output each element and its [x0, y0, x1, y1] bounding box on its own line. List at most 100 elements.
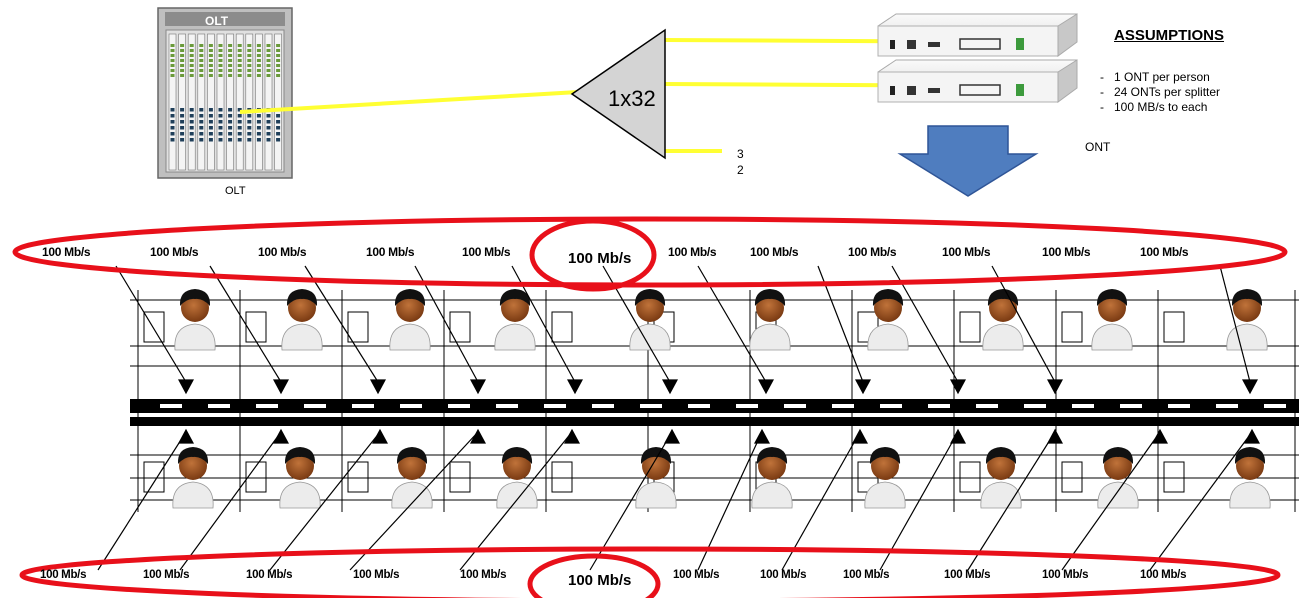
bottom-highlight-label: 100 Mb/s — [568, 572, 632, 589]
person-icon — [1091, 289, 1133, 351]
connection-triangle — [563, 428, 581, 444]
leader-line — [209, 265, 282, 383]
connection-triangle — [369, 379, 387, 395]
person-icon — [749, 289, 791, 351]
person-icon — [1097, 447, 1139, 509]
top-row-ellipse — [12, 216, 1288, 288]
connection-triangle — [1046, 428, 1064, 444]
connection-triangle — [1243, 428, 1261, 444]
leader-line — [97, 431, 187, 571]
rate-highlight-ellipses — [12, 216, 1288, 598]
assumption-item: 24 ONTs per splitter — [1100, 85, 1220, 100]
top-rate-label: 100 Mb/s — [366, 245, 415, 259]
top-rate-label: 100 Mb/s — [750, 245, 799, 259]
connection-triangle — [469, 428, 487, 444]
leader-line — [115, 265, 187, 383]
olt-chassis-label: OLT — [205, 14, 229, 28]
leader-line — [991, 265, 1056, 383]
connection-triangle — [1046, 379, 1064, 395]
bottom-rate-label: 100 Mb/s — [143, 569, 190, 581]
person-icon — [629, 289, 671, 351]
person-icon — [1226, 289, 1268, 351]
ont-label: ONT — [1085, 140, 1111, 154]
person-icon — [174, 289, 216, 351]
leader-line — [967, 431, 1056, 571]
bottom-rate-label: 100 Mb/s — [460, 569, 507, 581]
leader-line — [1149, 431, 1253, 571]
bottom-rate-label: 100 Mb/s — [673, 569, 720, 581]
assumption-item: 1 ONT per person — [1100, 70, 1220, 85]
bottom-rate-label: 100 Mb/s — [843, 569, 890, 581]
top-rate-label: 100 Mb/s — [668, 245, 717, 259]
top-rate-label: 100 Mb/s — [462, 245, 511, 259]
top-highlight-ellipse — [529, 218, 657, 292]
bottom-rate-label: 100 Mb/s — [760, 569, 807, 581]
bottom-row-ellipse — [19, 546, 1281, 598]
connection-triangle — [1151, 428, 1169, 444]
top-rate-label: 100 Mb/s — [942, 245, 991, 259]
connection-triangle — [177, 428, 195, 444]
top-rate-label: 100 Mb/s — [1140, 245, 1189, 259]
connection-triangle — [177, 379, 195, 395]
assumptions-title: ASSUMPTIONS — [1114, 27, 1225, 44]
top-rate-label: 100 Mb/s — [258, 245, 307, 259]
bottom-rate-label: 100 Mb/s — [246, 569, 293, 581]
leader-line — [891, 265, 959, 383]
people-group — [172, 289, 1271, 509]
person-icon — [494, 289, 536, 351]
leader-line — [1219, 265, 1251, 383]
connection-triangle — [272, 428, 290, 444]
connection-triangle — [854, 379, 872, 395]
person-icon — [496, 447, 538, 509]
ont-device-icon — [877, 13, 1078, 103]
leader-line — [179, 431, 282, 571]
connection-triangle — [851, 428, 869, 444]
person-icon — [867, 289, 909, 351]
olt-label: OLT — [225, 185, 246, 197]
leader-line — [1061, 431, 1161, 571]
down-arrow-icon — [897, 125, 1039, 197]
bottom-rate-label: 100 Mb/s — [40, 569, 87, 581]
connection-triangle — [272, 379, 290, 395]
connection-triangle — [371, 428, 389, 444]
connection-triangle — [469, 379, 487, 395]
connection-triangle — [949, 379, 967, 395]
splitter-triangle-icon — [570, 28, 666, 160]
splitter-port-line2: 2 — [737, 163, 744, 177]
assumption-item: 100 MB/s to each — [1100, 100, 1220, 115]
connection-triangle — [949, 428, 967, 444]
connection-triangle — [566, 379, 584, 395]
top-highlight-label: 100 Mb/s — [568, 250, 632, 267]
connection-triangle — [661, 379, 679, 395]
assumptions-list: 1 ONT per person 24 ONTs per splitter 10… — [1100, 70, 1220, 115]
leader-line — [269, 431, 381, 571]
connection-triangle — [757, 379, 775, 395]
person-icon — [751, 447, 793, 509]
bottom-rate-label: 100 Mb/s — [1140, 569, 1187, 581]
person-icon — [864, 447, 906, 509]
person-icon — [279, 447, 321, 509]
leader-line — [349, 431, 479, 571]
office-floor-plan — [130, 290, 1299, 512]
leader-line — [459, 431, 573, 571]
olt-chassis-icon — [157, 7, 293, 179]
leader-line — [304, 265, 379, 383]
bottom-rate-label: 100 Mb/s — [353, 569, 400, 581]
bottom-highlight-ellipse — [527, 553, 661, 598]
splitter-port-line1: 3 — [737, 147, 744, 161]
leader-line — [879, 431, 959, 571]
person-icon — [635, 447, 677, 509]
splitter-ratio-label: 1x32 — [608, 86, 656, 111]
bottom-rate-label: 100 Mb/s — [944, 569, 991, 581]
top-rate-label: 100 Mb/s — [848, 245, 897, 259]
person-icon — [389, 289, 431, 351]
bottom-rate-label: 100 Mb/s — [1042, 569, 1089, 581]
connection-triangle — [1241, 379, 1259, 395]
top-rate-label: 100 Mb/s — [42, 245, 91, 259]
person-icon — [391, 447, 433, 509]
person-icon — [281, 289, 323, 351]
connection-triangle — [753, 428, 771, 444]
connection-triangle — [663, 428, 681, 444]
person-icon — [1229, 447, 1271, 509]
